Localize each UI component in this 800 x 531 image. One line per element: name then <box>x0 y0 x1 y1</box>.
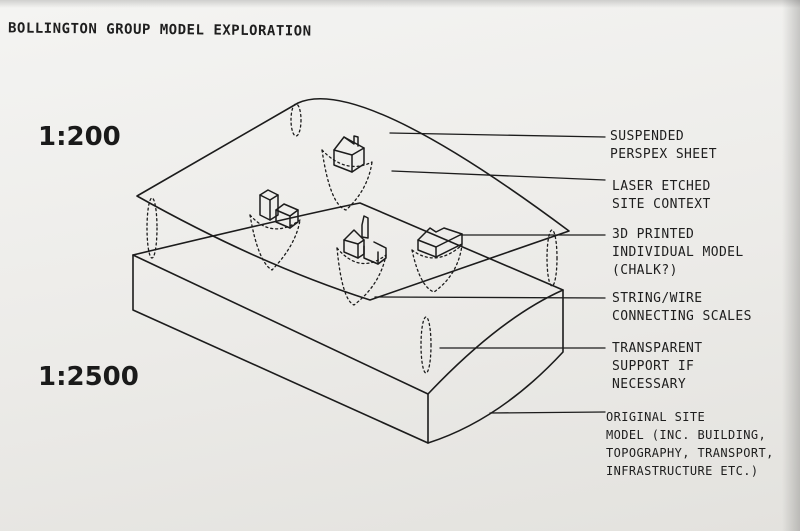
annotation-string-wire: STRING/WIRE CONNECTING SCALES <box>612 290 752 326</box>
base-left-face <box>132 254 429 444</box>
annotation-line: MODEL (INC. BUILDING, <box>606 428 767 442</box>
annotation-original-site-model: ORIGINAL SITE MODEL (INC. BUILDING, TOPO… <box>606 408 774 480</box>
scale-label-bottom: 1:2500 <box>38 362 139 392</box>
building-blocks <box>259 189 299 229</box>
annotation-line: NECESSARY <box>612 377 687 392</box>
base-top-surface <box>132 202 564 395</box>
annotation-line: INDIVIDUAL MODEL <box>612 245 744 260</box>
page-edge-shadow <box>782 0 800 531</box>
base-right-face <box>427 289 564 444</box>
leader-lines <box>374 132 606 414</box>
dotted-supports <box>146 103 558 374</box>
annotation-line: SUSPENDED <box>610 129 685 144</box>
annotation-line: TOPOGRAPHY, TRANSPORT, <box>606 446 774 460</box>
base-site-model <box>132 202 564 444</box>
annotation-line: ORIGINAL SITE <box>606 410 706 424</box>
building-lshape <box>417 227 463 258</box>
annotation-line: TRANSPARENT <box>612 341 703 356</box>
annotation-line: INFRASTRUCTURE ETC.) <box>606 464 759 478</box>
annotation-laser-etched: LASER ETCHED SITE CONTEXT <box>612 178 711 214</box>
annotation-line: PERSPEX SHEET <box>610 147 717 162</box>
annotation-suspended-perspex: SUSPENDED PERSPEX SHEET <box>610 128 717 164</box>
annotation-printed-model: 3D PRINTED INDIVIDUAL MODEL (CHALK?) <box>612 226 744 280</box>
page-top-shadow <box>0 0 800 8</box>
building-church <box>343 215 387 265</box>
annotation-line: (CHALK?) <box>612 263 678 278</box>
perspex-sheet <box>136 97 570 301</box>
annotation-line: LASER ETCHED <box>612 179 711 194</box>
building-house <box>333 135 365 173</box>
annotation-line: STRING/WIRE <box>612 291 703 306</box>
annotation-line: CONNECTING SCALES <box>612 309 752 324</box>
annotation-transparent-support: TRANSPARENT SUPPORT IF NECESSARY <box>612 340 703 394</box>
annotation-line: SITE CONTEXT <box>612 197 711 212</box>
scale-label-top: 1:200 <box>38 122 121 152</box>
annotation-line: SUPPORT IF <box>612 359 695 374</box>
annotation-line: 3D PRINTED <box>612 227 695 242</box>
